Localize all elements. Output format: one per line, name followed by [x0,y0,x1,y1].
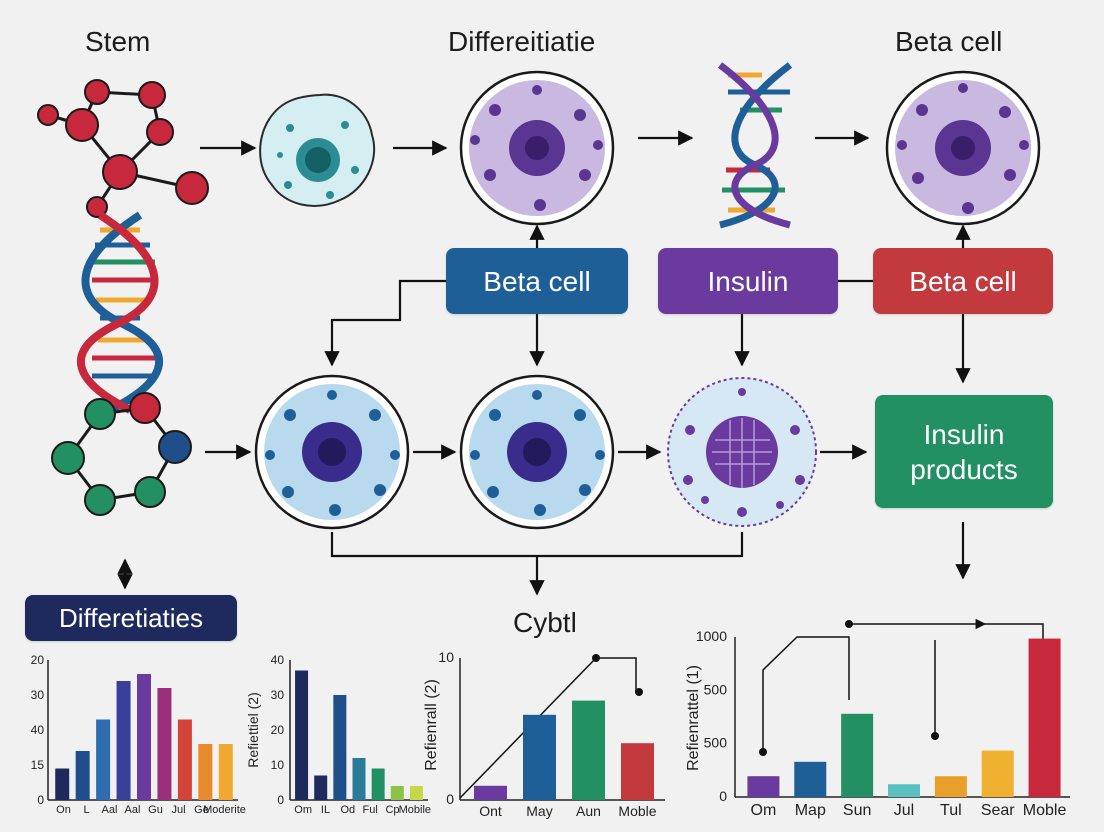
chart-4-bar [747,776,780,797]
chart-2-bar [295,670,309,800]
chart-3-category-label: Aun [576,803,601,819]
beta-cell-box-red: Beta cell [873,248,1053,314]
chart-2-category-label: Od [340,804,355,816]
beta-cell-top-icon [885,70,1041,226]
chart-4-category-label: Jul [894,802,914,819]
chart-2-tick-label: 20 [271,723,285,737]
chart-4: 0 500 500 1000 Om Map Sun Jul Tul Sear Moble Refi… [685,618,1070,819]
chart-2-category-label: Mobile [399,804,431,816]
chart-3-tick-label: 0 [446,791,454,807]
stem-label: Stem [85,26,151,57]
dna-left-icon [76,211,164,414]
chart-2-category-label: Ful [363,804,378,816]
chart-3-tick-label: 10 [438,649,454,665]
molecule-green-atoms [51,392,192,516]
chart-1-category-label: On [56,804,71,816]
chart-2-bar [390,786,404,800]
insulin-box: Insulin [658,248,838,314]
dividing-cell-icon [667,377,817,527]
chart-4-bar [841,713,874,797]
chart-4-category-label: Moble [1023,802,1067,819]
chart-2-bar [314,775,328,800]
differentiation-label: Differeitiatie [448,26,596,57]
chart-1-category-label: Aal [102,804,118,816]
chart-3-bar [621,743,654,800]
chart-1-bar [137,674,151,800]
chart-1-category-label: L [83,804,89,816]
chart-4-category-label: Sear [981,802,1015,819]
chart-3-category-label: May [526,803,552,819]
chart-2-category-label: Om [294,804,312,816]
chart-1-bar [75,751,90,800]
chart-1-category-label: Jul [171,804,185,816]
blue-cell-1-icon [254,374,410,530]
chart-1-tick-label: 30 [31,688,45,702]
chart-2-category-label: Cp [385,804,399,816]
chart-3-bar [474,785,507,800]
chart-4-tick-label: 500 [704,681,728,697]
chart-2-bar [352,758,366,800]
molecule-red-atoms [37,79,209,218]
differetiaties-box: Differetiaties [25,595,237,641]
beta-cell-title-label: Beta cell [895,26,1003,57]
chart-4-category-label: Map [795,802,826,819]
chart-4-bar [1028,638,1061,797]
chart-2-bar [371,768,385,800]
chart-3: 0 10 Ont May Aun Moble Refienrall (2) [423,649,665,819]
chart-4-bar [981,750,1014,797]
chart-1-bar [116,681,131,800]
chart-1-tick-label: 20 [31,653,45,667]
chart-1-bar [218,744,233,800]
chart-4-category-label: Om [751,802,777,819]
differentiated-cell-icon [459,70,615,226]
chart-1-bar [55,768,70,800]
flow-arrows [117,130,971,596]
chart-3-category-label: Moble [618,803,656,819]
chart-4-bar [888,784,920,797]
insulin-products-box: Insulin products [875,395,1053,508]
chart-1-tick-label: 0 [37,793,44,807]
chart-1-tick-label: 40 [31,723,45,737]
chart-4-category-label: Tul [940,802,962,819]
chart-4-tick-label: 500 [704,735,728,751]
chart-3-ylabel: Refienrall (2) [423,679,440,771]
chart-2-ylabel: Refiettiel (2) [245,692,261,767]
chart-4-tick-label: 1000 [696,628,727,644]
chart-3-bar [523,714,556,800]
chart-4-tick-label: 0 [719,788,727,804]
chart-1-tick-label: 15 [31,758,45,772]
blue-cell-2-icon [459,374,615,530]
stem-cell-icon [259,93,376,207]
chart-1-category-label: Moderite [203,804,246,816]
chart-1-category-label: Ge [194,804,209,816]
chart-1-bar [157,688,172,800]
chart-4-bar [934,776,967,797]
chart-3-bar [572,700,605,800]
chart-2-bar [409,786,423,800]
chart-1-category-label: Aal [125,804,141,816]
chart-2-tick-label: 30 [271,688,285,702]
chart-4-category-label: Sun [843,802,871,819]
chart-4-ylabel: Refienrattel (1) [685,665,702,771]
chart-1-bar [198,744,213,800]
chart-2-tick-label: 40 [271,653,285,667]
chart-2-bar [333,695,347,800]
beta-cell-box-blue: Beta cell [446,248,628,314]
chart-1-bar [177,719,192,800]
chart-2-tick-label: 10 [271,758,285,772]
cybtl-label: Cybtl [513,607,577,638]
chart-4-bar [794,761,827,797]
chart-1-bar [96,719,111,800]
chart-2-tick-label: 0 [277,793,284,807]
dna-center-icon [717,62,793,229]
chart-3-category-label: Ont [479,803,502,819]
chart-2-category-label: IL [321,804,330,816]
chart-1-category-label: Gu [148,804,163,816]
